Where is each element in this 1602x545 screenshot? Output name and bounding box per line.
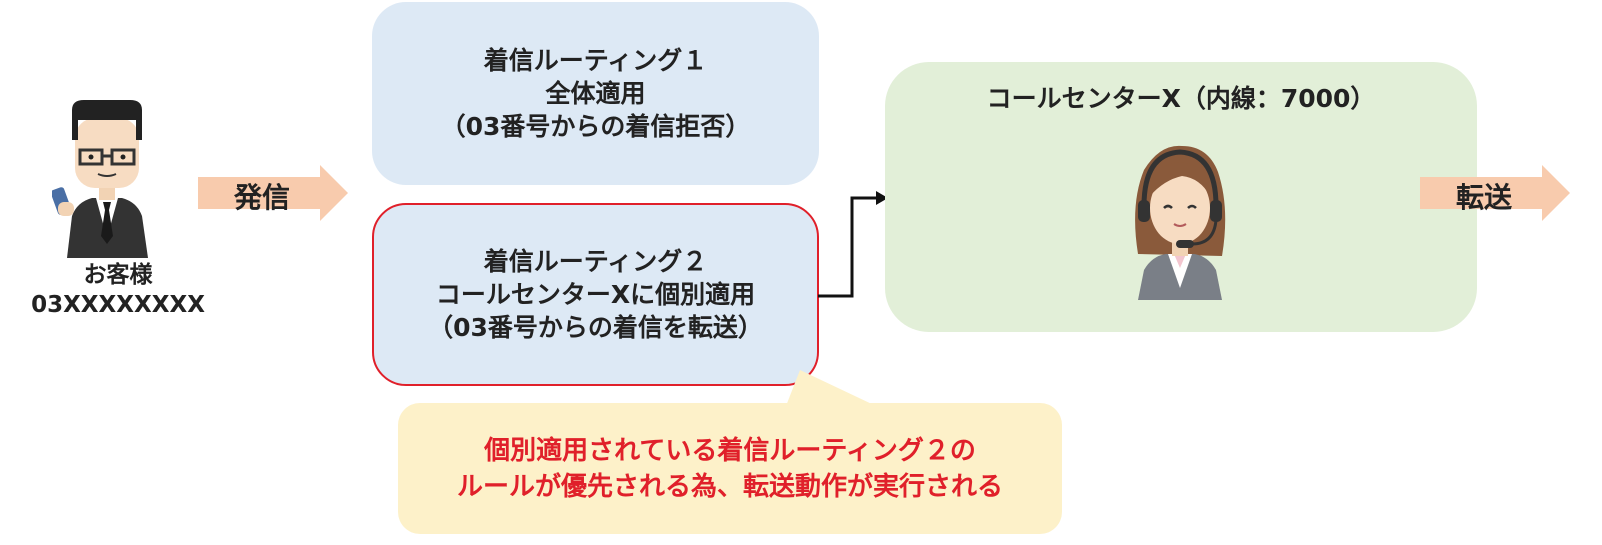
rule2-action: （03番号からの着信を転送） xyxy=(428,313,763,342)
customer-name: お客様 xyxy=(83,262,153,288)
customer-label: お客様 03XXXXXXXX xyxy=(18,260,218,320)
call-arrow xyxy=(198,165,348,221)
call-center-title: コールセンターX（内線：7000） xyxy=(986,84,1376,113)
callout-pointer xyxy=(786,370,876,406)
rule1-scope: 全体適用 xyxy=(545,79,646,108)
callout-line-1: 個別適用されている着信ルーティング２の xyxy=(484,435,976,466)
routing-rule-1-box: 着信ルーティング１ 全体適用 （03番号からの着信拒否） xyxy=(372,2,819,185)
callout-line-2: ルールが優先される為、転送動作が実行される xyxy=(456,471,1003,502)
priority-note-callout: 個別適用されている着信ルーティング２の ルールが優先される為、転送動作が実行され… xyxy=(398,403,1062,534)
routing-connector-arrow xyxy=(818,191,888,298)
rule2-title: 着信ルーティング２ xyxy=(483,247,708,276)
transfer-arrow xyxy=(1420,165,1570,221)
rule1-title: 着信ルーティング１ xyxy=(483,46,708,75)
transfer-arrow-label: 転送 xyxy=(1456,181,1513,214)
customer-number: 03XXXXXXXX xyxy=(31,292,205,318)
businessman-with-phone-icon xyxy=(52,100,148,258)
call-center-box: コールセンターX（内線：7000） xyxy=(885,62,1477,332)
routing-rule-2-box: 着信ルーティング２ コールセンターXに個別適用 （03番号からの着信を転送） xyxy=(372,203,819,386)
call-arrow-label: 発信 xyxy=(234,181,291,214)
rule2-scope: コールセンターXに個別適用 xyxy=(435,280,756,309)
operator-with-headset-icon xyxy=(1135,145,1226,300)
rule1-action: （03番号からの着信拒否） xyxy=(440,112,751,141)
